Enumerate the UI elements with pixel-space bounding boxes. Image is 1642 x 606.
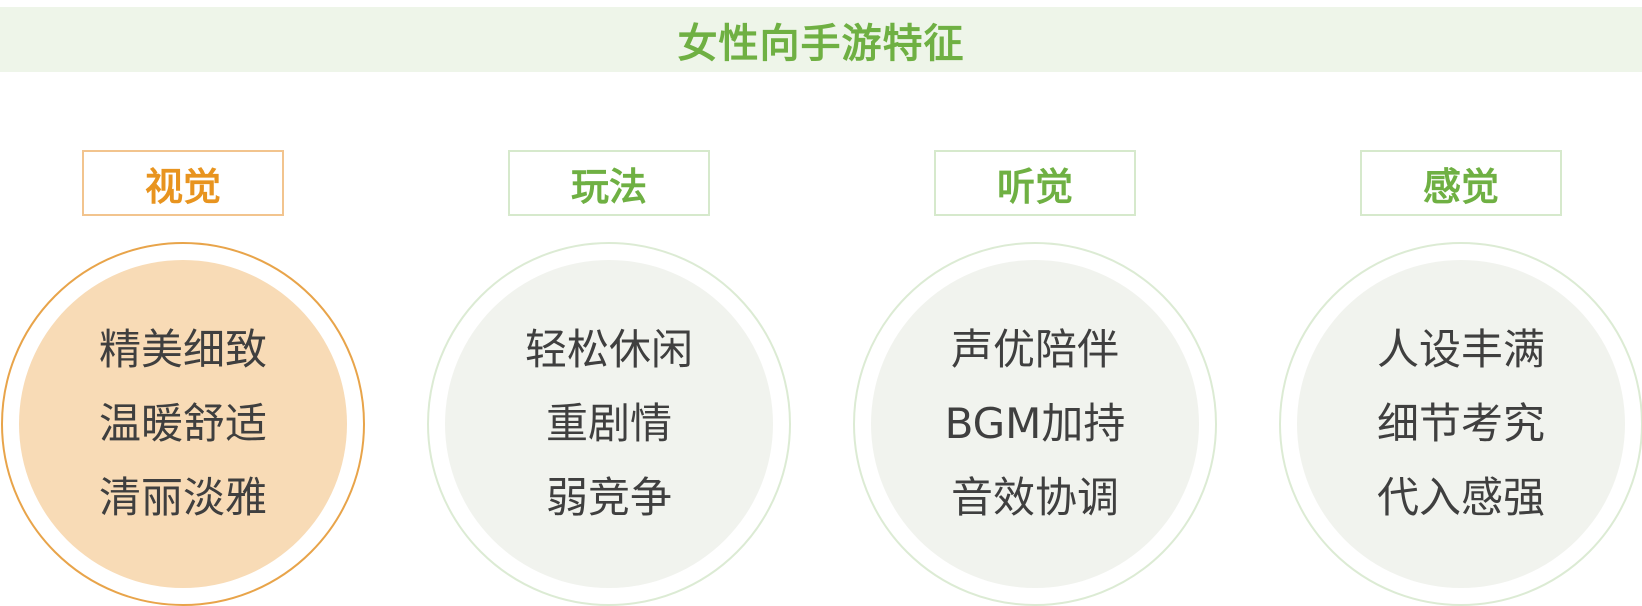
category-circle: 精美细致 温暖舒适 清丽淡雅 (1, 242, 365, 606)
feature-item: 声优陪伴 (950, 325, 1119, 374)
category-gameplay: 玩法 轻松休闲 重剧情 弱竞争 (427, 150, 791, 606)
page-title: 女性向手游特征 (677, 20, 965, 67)
title-banner: 女性向手游特征 (0, 7, 1642, 72)
category-label-box: 玩法 (508, 150, 710, 216)
category-label: 玩法 (570, 164, 647, 209)
feature-item: 轻松休闲 (524, 325, 693, 374)
feature-item: 弱竞争 (545, 473, 672, 522)
feature-item: 重剧情 (545, 399, 672, 448)
category-label-box: 听觉 (934, 150, 1136, 216)
category-circle: 声优陪伴 BGM加持 音效协调 (853, 242, 1217, 606)
category-visual: 视觉 精美细致 温暖舒适 清丽淡雅 (1, 150, 365, 606)
category-circle: 轻松休闲 重剧情 弱竞争 (427, 242, 791, 606)
feature-item: 温暖舒适 (98, 399, 267, 448)
feature-item: 人设丰满 (1376, 325, 1545, 374)
feature-item: BGM加持 (944, 399, 1126, 448)
category-disc: 精美细致 温暖舒适 清丽淡雅 (19, 260, 347, 588)
category-disc: 人设丰满 细节考究 代入感强 (1297, 260, 1625, 588)
category-label: 听觉 (996, 164, 1073, 209)
category-label: 感觉 (1422, 164, 1499, 209)
feature-item: 代入感强 (1376, 473, 1545, 522)
category-disc: 轻松休闲 重剧情 弱竞争 (445, 260, 773, 588)
feature-item: 清丽淡雅 (98, 473, 267, 522)
category-label-box: 视觉 (82, 150, 284, 216)
feature-item: 音效协调 (950, 473, 1119, 522)
category-label: 视觉 (144, 164, 221, 209)
feature-item: 精美细致 (98, 325, 267, 374)
category-feeling: 感觉 人设丰满 细节考究 代入感强 (1279, 150, 1642, 606)
category-label-box: 感觉 (1360, 150, 1562, 216)
category-circle: 人设丰满 细节考究 代入感强 (1279, 242, 1642, 606)
category-disc: 声优陪伴 BGM加持 音效协调 (871, 260, 1199, 588)
category-audio: 听觉 声优陪伴 BGM加持 音效协调 (853, 150, 1217, 606)
feature-item: 细节考究 (1376, 399, 1545, 448)
